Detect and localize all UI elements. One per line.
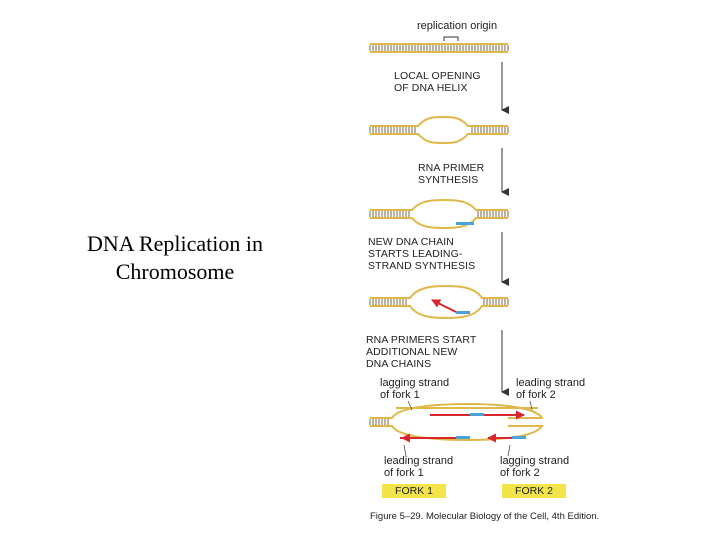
replication-diagram — [369, 36, 563, 494]
step-2-label: RNA PRIMER SYNTHESIS — [418, 162, 484, 186]
duplex-bubble-leading — [369, 284, 509, 320]
pointer-leading-fork2 — [529, 400, 533, 411]
lagging-fork1-label: lagging strand of fork 1 — [380, 377, 449, 401]
lagging-fork1-line-2: of fork 1 — [380, 389, 420, 401]
lagging-fork1-line-1: lagging strand — [380, 377, 450, 389]
leading-fork2-line-2: of fork 2 — [516, 389, 556, 401]
step-1-label: LOCAL OPENING OF DNA HELIX — [394, 70, 481, 94]
slide-title: DNA Replication in Chromosome — [40, 230, 310, 286]
leading-fork1-line-1: leading strand — [384, 455, 454, 467]
pointer-lagging-fork2 — [507, 444, 511, 457]
step-2-line-2: SYNTHESIS — [418, 174, 479, 186]
leading-fork2-line-1: leading strand — [516, 377, 586, 389]
primer-lagging-1 — [470, 413, 484, 416]
step-4-line-2: ADDITIONAL NEW — [366, 346, 458, 358]
leading-fork2-label: leading strand of fork 2 — [516, 377, 585, 401]
duplex-two-forks — [369, 402, 544, 442]
step-1-line-2: OF DNA HELIX — [394, 82, 468, 94]
step-3-label: NEW DNA CHAIN STARTS LEADING- STRAND SYN… — [368, 236, 475, 272]
duplex-bubble-small — [369, 115, 509, 145]
primer-lagging-2 — [512, 436, 526, 439]
fork-2-label: FORK 2 — [515, 485, 553, 497]
leading-fork1-label: leading strand of fork 1 — [384, 455, 453, 479]
step-4-label: RNA PRIMERS START ADDITIONAL NEW DNA CHA… — [366, 334, 476, 370]
fork-1-label: FORK 1 — [395, 485, 433, 497]
step-3-line-2: STARTS LEADING- — [368, 248, 463, 260]
duplex-initial — [369, 43, 509, 53]
lagging-fork2-line-1: lagging strand — [500, 455, 570, 467]
step-4-line-3: DNA CHAINS — [366, 358, 432, 370]
step-4-line-1: RNA PRIMERS START — [366, 334, 477, 346]
step-2-line-1: RNA PRIMER — [418, 162, 485, 174]
lagging-fork2-line-2: of fork 2 — [500, 467, 540, 479]
primer-leading-1 — [456, 436, 470, 439]
leading-fork1-line-2: of fork 1 — [384, 467, 424, 479]
fork-2-box: FORK 2 — [502, 484, 566, 498]
pointer-lagging-fork1 — [407, 400, 413, 411]
leading-strand-start — [431, 299, 457, 313]
origin-label: replication origin — [417, 20, 498, 32]
step-1-line-1: LOCAL OPENING — [394, 70, 481, 82]
replication-figure: replication origin LOCAL OPENING OF DNA … — [360, 0, 720, 540]
figure-caption: Figure 5–29. Molecular Biology of the Ce… — [370, 511, 600, 522]
rna-primer — [456, 222, 474, 225]
duplex-bubble-primer — [369, 198, 509, 230]
rna-primer-2 — [456, 311, 470, 314]
step-3-line-1: NEW DNA CHAIN — [368, 236, 454, 248]
fork-1-box: FORK 1 — [382, 484, 446, 498]
step-3-line-3: STRAND SYNTHESIS — [368, 260, 476, 272]
origin-bracket — [443, 36, 459, 41]
pointer-leading-fork1 — [403, 444, 407, 457]
lagging-fork2-label: lagging strand of fork 2 — [500, 455, 569, 479]
slide-title-text: DNA Replication in Chromosome — [87, 231, 263, 284]
